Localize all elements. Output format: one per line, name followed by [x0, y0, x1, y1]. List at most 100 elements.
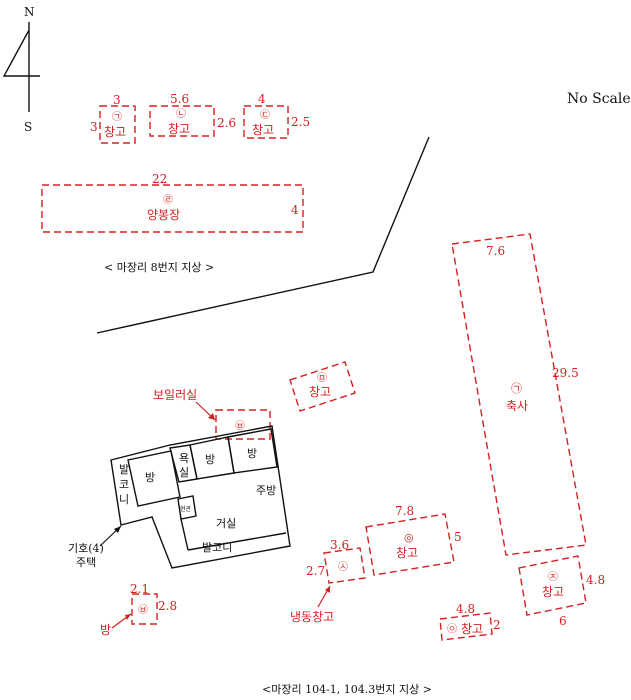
- balcony-left-char-2: 코: [119, 478, 129, 491]
- warehouse-ch-marker: ㉨: [548, 571, 558, 583]
- warehouse-c-dim-top: 4: [258, 92, 266, 106]
- warehouse-ch: ㉨ 창고 4.8 6: [518, 555, 605, 628]
- beekeeping-facility: 22 4 ㉣ 양봉장: [41, 172, 304, 233]
- beekeeping-dim-top: 22: [152, 172, 167, 186]
- warehouse-j-outline: [439, 612, 493, 641]
- north-arrow-head: [2, 29, 40, 77]
- room-left-label: 방: [145, 471, 155, 484]
- entrance-label: 현관: [180, 505, 192, 513]
- north-arrow-icon: N S: [2, 5, 40, 134]
- freezer-outline: [323, 547, 366, 584]
- freezer-leader-arrow-icon: [325, 586, 330, 593]
- beekeeping-label: 양봉장: [147, 208, 180, 222]
- warehouse-b-marker: ㉡: [176, 108, 186, 120]
- small-room-dim-side: 2.8: [158, 599, 177, 613]
- house-callout-line1: 기호(4): [68, 542, 104, 555]
- house-callout-line2: 주택: [76, 556, 96, 569]
- room-right-label: 방: [247, 447, 257, 460]
- upper-parcel: 3 3 ㉠ 창고 5.6 2.6 ㉡ 창고 4 2.5 ㉢ 창고 22 4 ㉣ …: [41, 92, 310, 274]
- small-room-outline: [131, 593, 158, 625]
- livestock-shed-label: 축사: [506, 399, 528, 413]
- small-room-leader-arrow-icon: [125, 614, 131, 620]
- balcony-left-char-3: 니: [119, 493, 129, 506]
- house-inner-wall: [180, 518, 189, 551]
- south-label: S: [24, 120, 32, 134]
- warehouse-c: 4 2.5 ㉢ 창고: [243, 92, 310, 139]
- warehouse-a-dim-side: 3: [90, 120, 98, 134]
- house-leader-arrow-icon: [114, 526, 121, 533]
- small-room: 2.1 2.8 ㉥ 방: [100, 582, 177, 637]
- warehouse-a-marker: ㉠: [112, 111, 122, 123]
- warehouse-o-outline: [365, 513, 455, 576]
- house-outline: [110, 425, 291, 569]
- room-right-outline: [227, 428, 278, 474]
- warehouse-e-marker: ㉤: [317, 372, 327, 384]
- boiler-room-marker: ㉥: [235, 420, 245, 432]
- boiler-room-leader-arrow-icon: [208, 413, 215, 420]
- parcel-boundary-line: [96, 136, 430, 334]
- balcony-bottom-label: 발코니: [202, 541, 232, 554]
- bath-char-1: 욕: [179, 452, 189, 465]
- small-room-dim-top: 2.1: [130, 582, 149, 596]
- warehouse-e-outline: [289, 361, 356, 412]
- boiler-room: ㉥ 보일러실: [153, 388, 271, 440]
- room-mid-label: 방: [205, 453, 215, 466]
- warehouse-c-outline: [243, 105, 289, 139]
- warehouse-o: 7.8 5 ◎ 창고: [365, 504, 462, 576]
- lower-parcel-caption: <마장리 104-1, 104.3번지 지상 >: [262, 683, 432, 696]
- warehouse-j: 4.8 2 ㉧ 창고: [439, 602, 501, 641]
- warehouse-ch-label: 창고: [542, 585, 564, 599]
- entrance-outline: [177, 495, 197, 520]
- warehouse-a: 3 3 ㉠ 창고: [90, 93, 136, 144]
- balcony-bottom-line: [187, 532, 287, 551]
- north-label: N: [24, 5, 35, 19]
- room-left-outline: [127, 450, 181, 507]
- boiler-room-callout: 보일러실: [153, 388, 197, 402]
- warehouse-ch-dim-side: 4.8: [586, 573, 605, 587]
- warehouse-ch-dim-bottom: 6: [559, 614, 567, 628]
- living-label: 거실: [216, 517, 236, 530]
- warehouse-j-dim-top: 4.8: [456, 602, 475, 616]
- freezer-dim-side: 2.7: [306, 564, 325, 578]
- small-room-marker: ㉥: [138, 604, 148, 616]
- small-room-callout: 방: [100, 623, 111, 637]
- warehouse-b-dim-top: 5.6: [170, 92, 189, 106]
- freezer-warehouse: 3.6 2.7 ㉦ 냉동창고: [290, 538, 366, 624]
- warehouse-b-dim-side: 2.6: [217, 116, 236, 130]
- upper-parcel-caption: < 마장리 8번지 지상 >: [104, 261, 214, 274]
- warehouse-e: ㉤ 창고: [289, 361, 356, 412]
- warehouse-o-dim-top: 7.8: [395, 504, 414, 518]
- warehouse-o-dim-side: 5: [454, 530, 462, 544]
- balcony-left-char-1: 발: [119, 463, 129, 476]
- warehouse-c-label: 창고: [252, 123, 274, 137]
- warehouse-a-dim-top: 3: [113, 93, 121, 107]
- beekeeping-dim-side: 4: [291, 203, 299, 217]
- warehouse-c-dim-side: 2.5: [291, 115, 310, 129]
- warehouse-b: 5.6 2.6 ㉡ 창고: [149, 92, 236, 137]
- livestock-shed-dim-side: 29.5: [552, 366, 579, 380]
- freezer-dim-top: 3.6: [330, 538, 349, 552]
- warehouse-o-marker: ◎: [404, 531, 414, 544]
- warehouse-a-label: 창고: [104, 125, 126, 139]
- warehouse-b-outline: [149, 105, 215, 137]
- warehouse-a-outline: [99, 105, 136, 144]
- warehouse-o-label: 창고: [396, 546, 418, 560]
- livestock-shed-dim-top: 7.6: [486, 244, 505, 258]
- livestock-shed-marker: ㉠: [511, 382, 522, 395]
- house: 발 코 니 방 욕 실 방 방 주방 거실 현관 발코니 기호(4) 주택: [68, 425, 291, 569]
- warehouse-j-dim-side: 2: [493, 618, 501, 632]
- warehouse-j-label: 창고: [461, 622, 483, 636]
- warehouse-j-marker: ㉧: [447, 623, 457, 635]
- warehouse-e-label: 창고: [309, 385, 331, 399]
- freezer-callout: 냉동창고: [290, 610, 334, 624]
- beekeeping-marker: ㉣: [163, 194, 173, 206]
- scale-note: No Scale: [567, 91, 631, 107]
- warehouse-b-label: 창고: [168, 122, 190, 136]
- warehouse-c-marker: ㉢: [260, 109, 270, 121]
- bath-char-2: 실: [179, 466, 189, 479]
- boiler-room-outline: [215, 409, 271, 440]
- freezer-marker: ㉦: [338, 561, 348, 573]
- kitchen-label: 주방: [256, 484, 276, 497]
- livestock-shed: 7.6 29.5 ㉠ 축사: [451, 233, 587, 556]
